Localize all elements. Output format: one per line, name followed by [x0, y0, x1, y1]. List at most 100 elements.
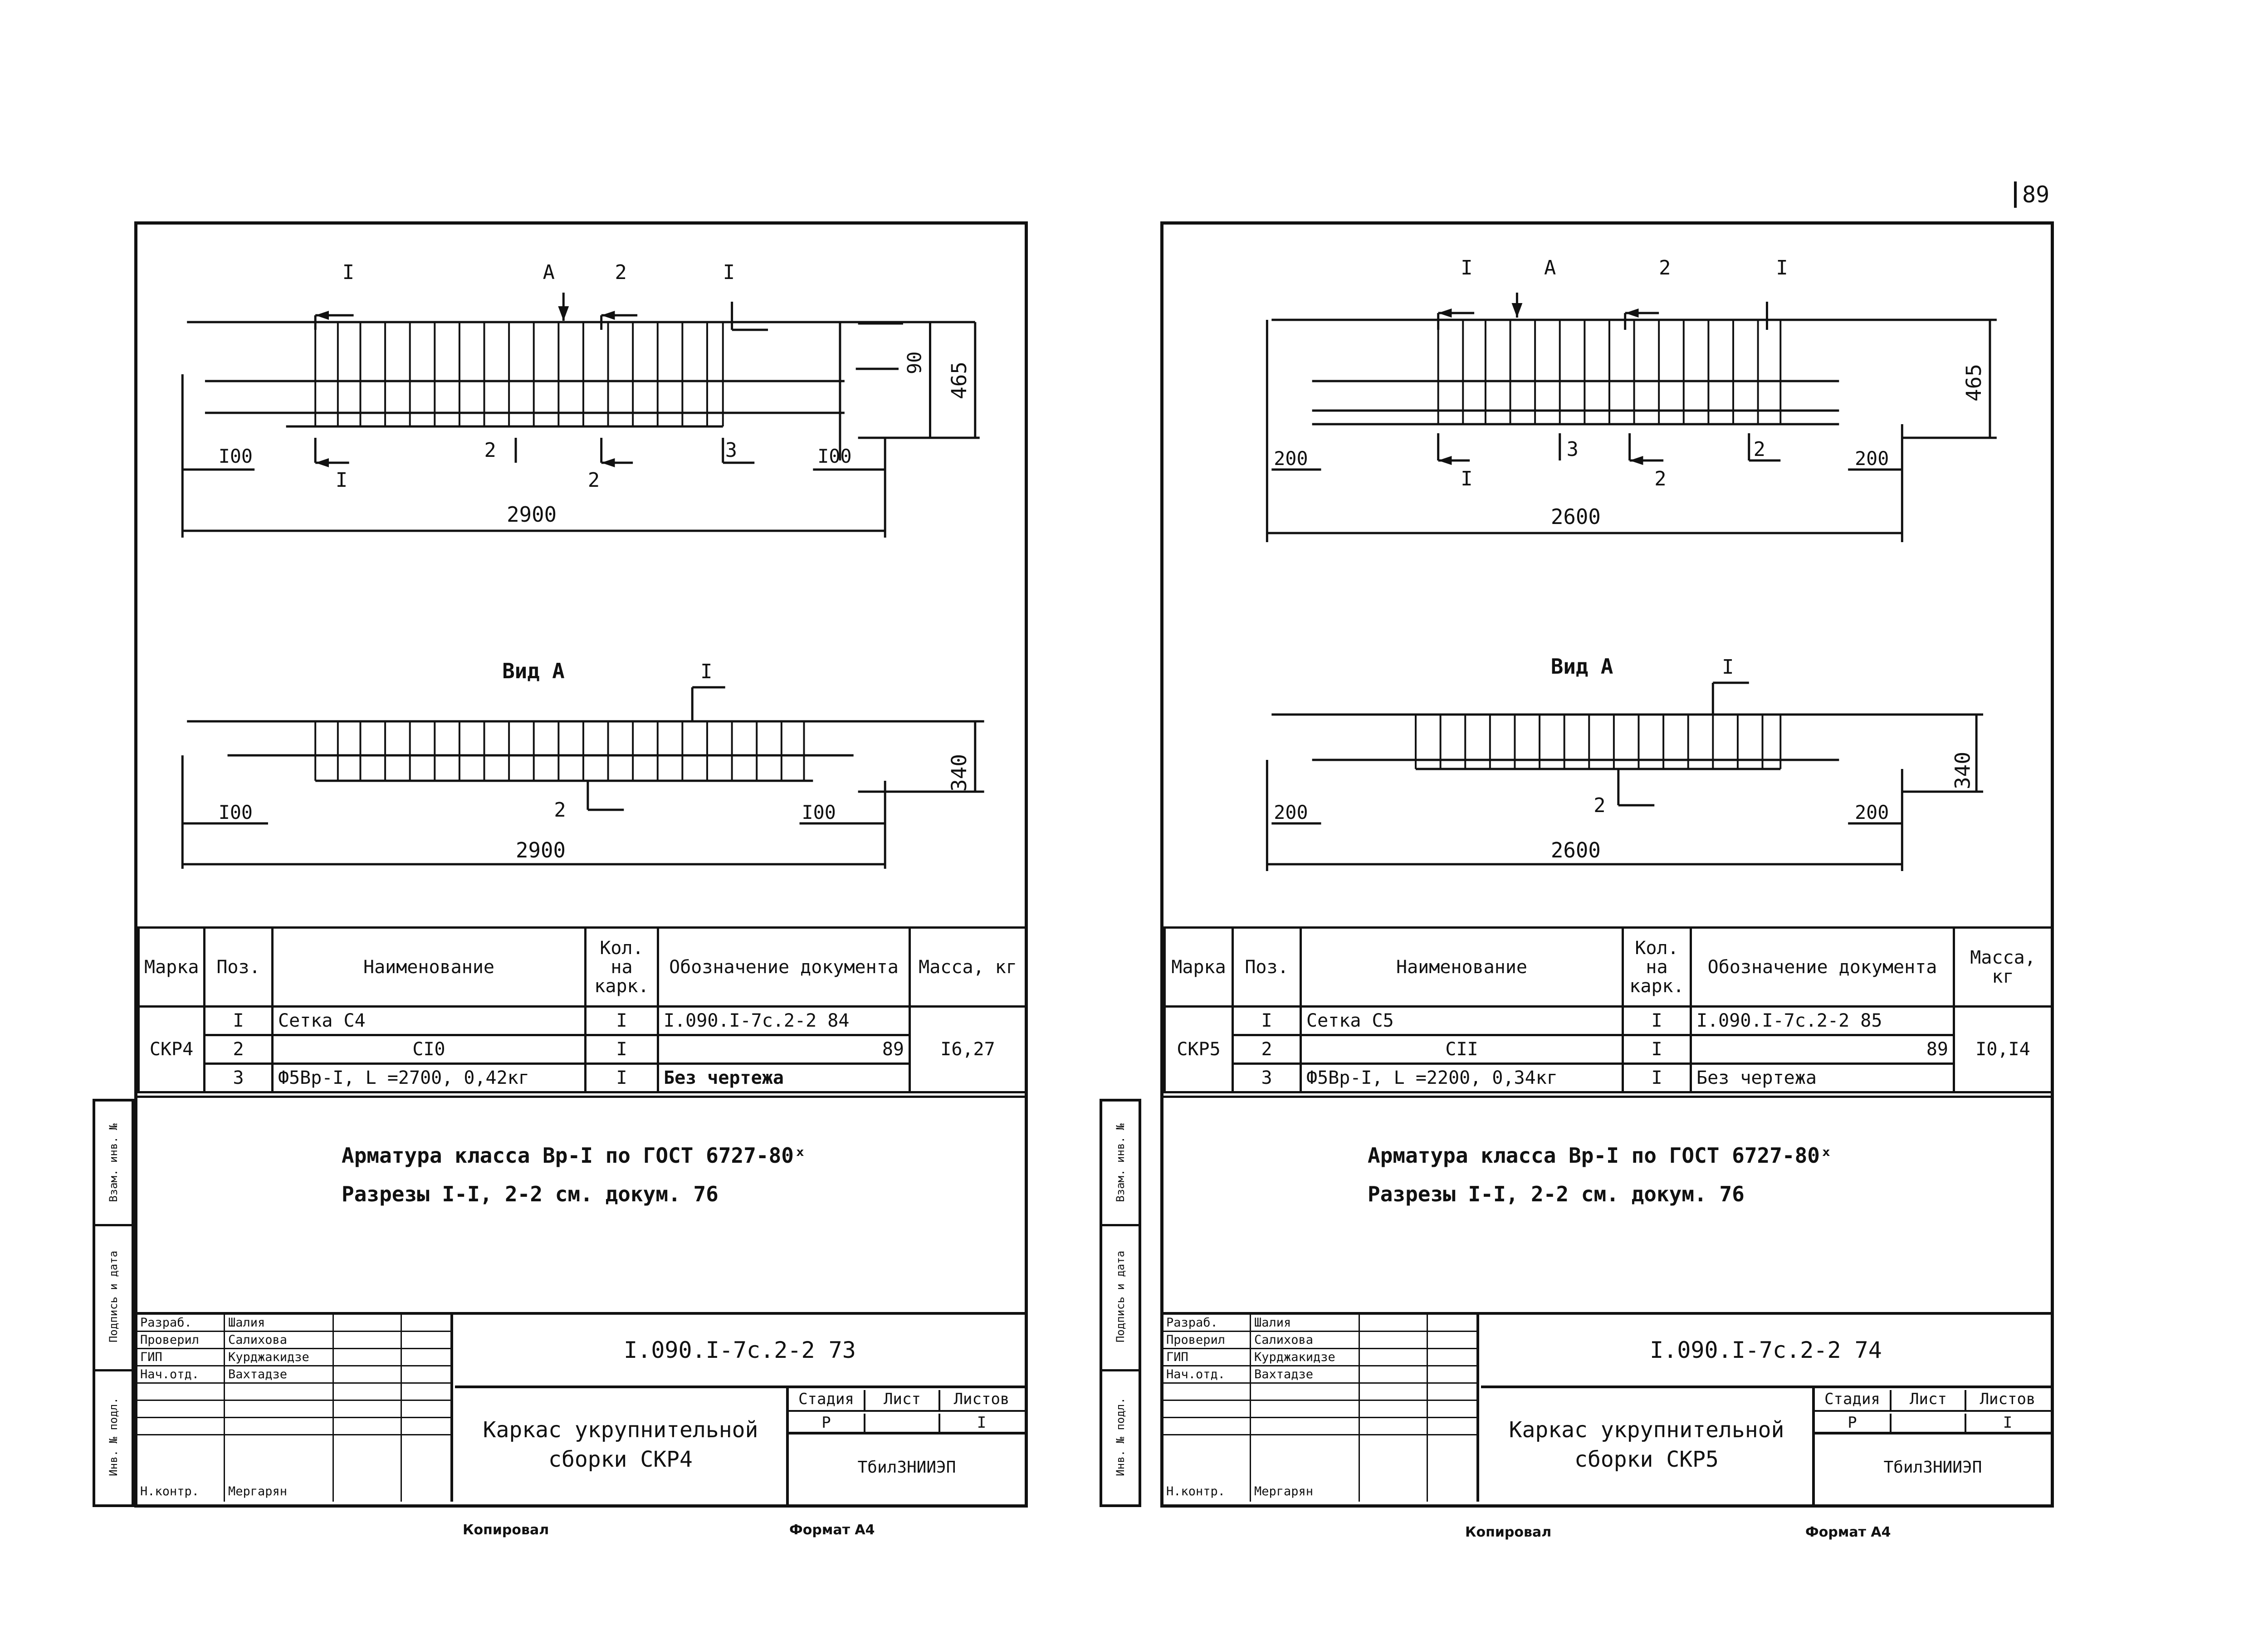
view-mark-2: 2: [1593, 794, 1605, 817]
cell-qty: I: [1622, 1062, 1692, 1093]
cell-doc: Без чертежа: [1690, 1062, 1955, 1093]
footer-copied-left: Копировал: [463, 1522, 549, 1538]
drawing-title-line-2: сборки СКР5: [1574, 1446, 1719, 1472]
col-header-pos: Поз.: [1232, 926, 1302, 1008]
cell-pos: 2: [1232, 1034, 1302, 1065]
document-code: I.090.I-7с.2-2 73: [455, 1315, 1025, 1388]
col-header-mass: Масса, кг: [909, 926, 1027, 1008]
table-row: 3 Ф5Вр-I, L =2700, 0,42кг I Без чертежа: [139, 1062, 1026, 1093]
cell-doc: 89: [1690, 1034, 1955, 1065]
signature-row: [1163, 1418, 1476, 1435]
cell-qty: I: [584, 1034, 659, 1065]
rebar-drawing-right: I A 2 I I 3 2 2 200 200 2600 465 Вид А I…: [1163, 225, 2051, 928]
cell-name: Ф5Вр-I, L =2200, 0,34кг: [1300, 1062, 1624, 1093]
view-dim-height: 340: [1950, 752, 1975, 789]
dim-left: I00: [219, 445, 253, 467]
lower-mark-1: I: [1461, 467, 1472, 490]
stage-headers: Стадия Лист Листов: [1815, 1388, 2051, 1412]
lower-mark-1: I: [336, 469, 347, 492]
section-mark-view: A: [543, 261, 555, 284]
rebar-drawing-left: I A 2 I I 2 2 3 I00 I00 2900 90 465 Вид …: [137, 225, 1025, 928]
lower-mark-2: 2: [484, 439, 496, 462]
page-number: 89: [2014, 181, 2049, 208]
view-dim-height: 340: [947, 754, 971, 792]
signature-row: Н.контр.Мергарян: [140, 1484, 288, 1498]
footer-format-left: Формат А4: [789, 1522, 875, 1538]
view-label: Вид А: [502, 659, 564, 683]
cell-mark: СКР4: [137, 1005, 205, 1093]
col-header-mark: Марка: [137, 926, 205, 1008]
col-header-mark: Марка: [1163, 926, 1234, 1008]
cell-name: Ф5Вр-I, L =2700, 0,42кг: [271, 1062, 587, 1093]
dim-height: 465: [1961, 364, 1986, 401]
cell-name: Сетка С4: [271, 1005, 587, 1036]
dim-left: 200: [1274, 447, 1308, 470]
section-mark-1: I: [342, 261, 354, 284]
cell-doc: I.090.I-7с.2-2 84: [657, 1005, 911, 1036]
view-label: Вид А: [1551, 654, 1613, 679]
lower-mark-4: 3: [725, 439, 737, 462]
side-stamp-strip-right: Взам. инв. № Подпись и дата Инв. № подл.: [1100, 1099, 1141, 1507]
col-header-doc: Обозначение документа: [657, 926, 911, 1008]
cell-mass: I6,27: [909, 1005, 1027, 1093]
drawing-sheet-right: I A 2 I I 3 2 2 200 200 2600 465 Вид А I…: [1160, 221, 2054, 1508]
view-mark-2: 2: [554, 798, 566, 822]
lower-mark-4: 2: [1754, 438, 1765, 461]
lower-mark-3: 2: [1654, 467, 1666, 490]
stage-value: Р: [789, 1414, 865, 1432]
note-line-2: Разрезы I-I, 2-2 см. докум. 76: [1368, 1182, 1745, 1206]
section-mark-3: I: [723, 261, 735, 284]
note-line-2: Разрезы I-I, 2-2 см. докум. 76: [342, 1182, 719, 1206]
stage-value: Р: [1815, 1414, 1892, 1432]
cell-pos: 3: [1232, 1062, 1302, 1093]
cell-qty: I: [1622, 1005, 1692, 1036]
table-row: 3 Ф5Вр-I, L =2200, 0,34кг I Без чертежа: [1165, 1062, 2052, 1093]
organization: ТбилЗНИИЭП: [857, 1458, 956, 1477]
cell-qty: I: [1622, 1034, 1692, 1065]
dim-right: 200: [1855, 447, 1889, 470]
footer-copied-right: Копировал: [1465, 1524, 1552, 1540]
notes-area: Арматура класса Вр-I по ГОСТ 6727-80ˣ Ра…: [1163, 1096, 2051, 1307]
footer-format-right: Формат А4: [1805, 1524, 1891, 1540]
dim-total: 2600: [1551, 504, 1601, 529]
view-dim-right: I00: [802, 801, 836, 823]
section-mark-view: A: [1544, 256, 1556, 279]
signature-row: Нач.отд.Вахтадзе: [1163, 1366, 1476, 1384]
signature-row: [137, 1401, 450, 1418]
sheets-total: I: [977, 1414, 987, 1432]
col-header-pos: Поз.: [203, 926, 274, 1008]
signature-row: [137, 1418, 450, 1435]
signature-row: [137, 1384, 450, 1401]
rebar-drawing-svg-left: I A 2 I I 2 2 3 I00 I00 2900 90 465 Вид …: [181, 261, 984, 869]
col-header-name: Наименование: [1300, 926, 1624, 1008]
dim-total: 2900: [507, 502, 557, 527]
cell-mass: I0,I4: [1953, 1005, 2053, 1093]
table-row: 2 CI0 I 89: [139, 1034, 1026, 1065]
specification-table: Марка Поз. Наименование Кол. на карк. Об…: [1163, 926, 2053, 1093]
note-line-1: Арматура класса Вр-I по ГОСТ 6727-80ˣ: [342, 1143, 807, 1168]
stage-headers: Стадия Лист Листов: [789, 1388, 1025, 1412]
side-stamp-strip-left: Взам. инв. № Подпись и дата Инв. № подл.: [93, 1099, 134, 1507]
cell-mark: СКР5: [1163, 1005, 1234, 1093]
cell-doc: Без чертежа: [657, 1062, 911, 1093]
signature-row: [1163, 1401, 1476, 1418]
view-mark: I: [1722, 656, 1734, 679]
signature-row: Н.контр.Мергарян: [1166, 1484, 1314, 1498]
cell-name: Сетка С5: [1300, 1005, 1624, 1036]
cell-pos: 3: [203, 1062, 274, 1093]
organization: ТбилЗНИИЭП: [1883, 1458, 1982, 1477]
lower-mark-3: 2: [588, 469, 600, 492]
cell-name: CI0: [271, 1034, 587, 1065]
cell-doc: 89: [657, 1034, 911, 1065]
notes-area: Арматура класса Вр-I по ГОСТ 6727-80ˣ Ра…: [137, 1096, 1025, 1307]
cell-qty: I: [584, 1062, 659, 1093]
drawing-title-line-2: сборки СКР4: [548, 1446, 693, 1472]
table-row: 2 CII I 89: [1165, 1034, 2052, 1065]
col-header-mass: Масса, кг: [1953, 926, 2053, 1008]
section-mark-2: 2: [615, 261, 626, 284]
